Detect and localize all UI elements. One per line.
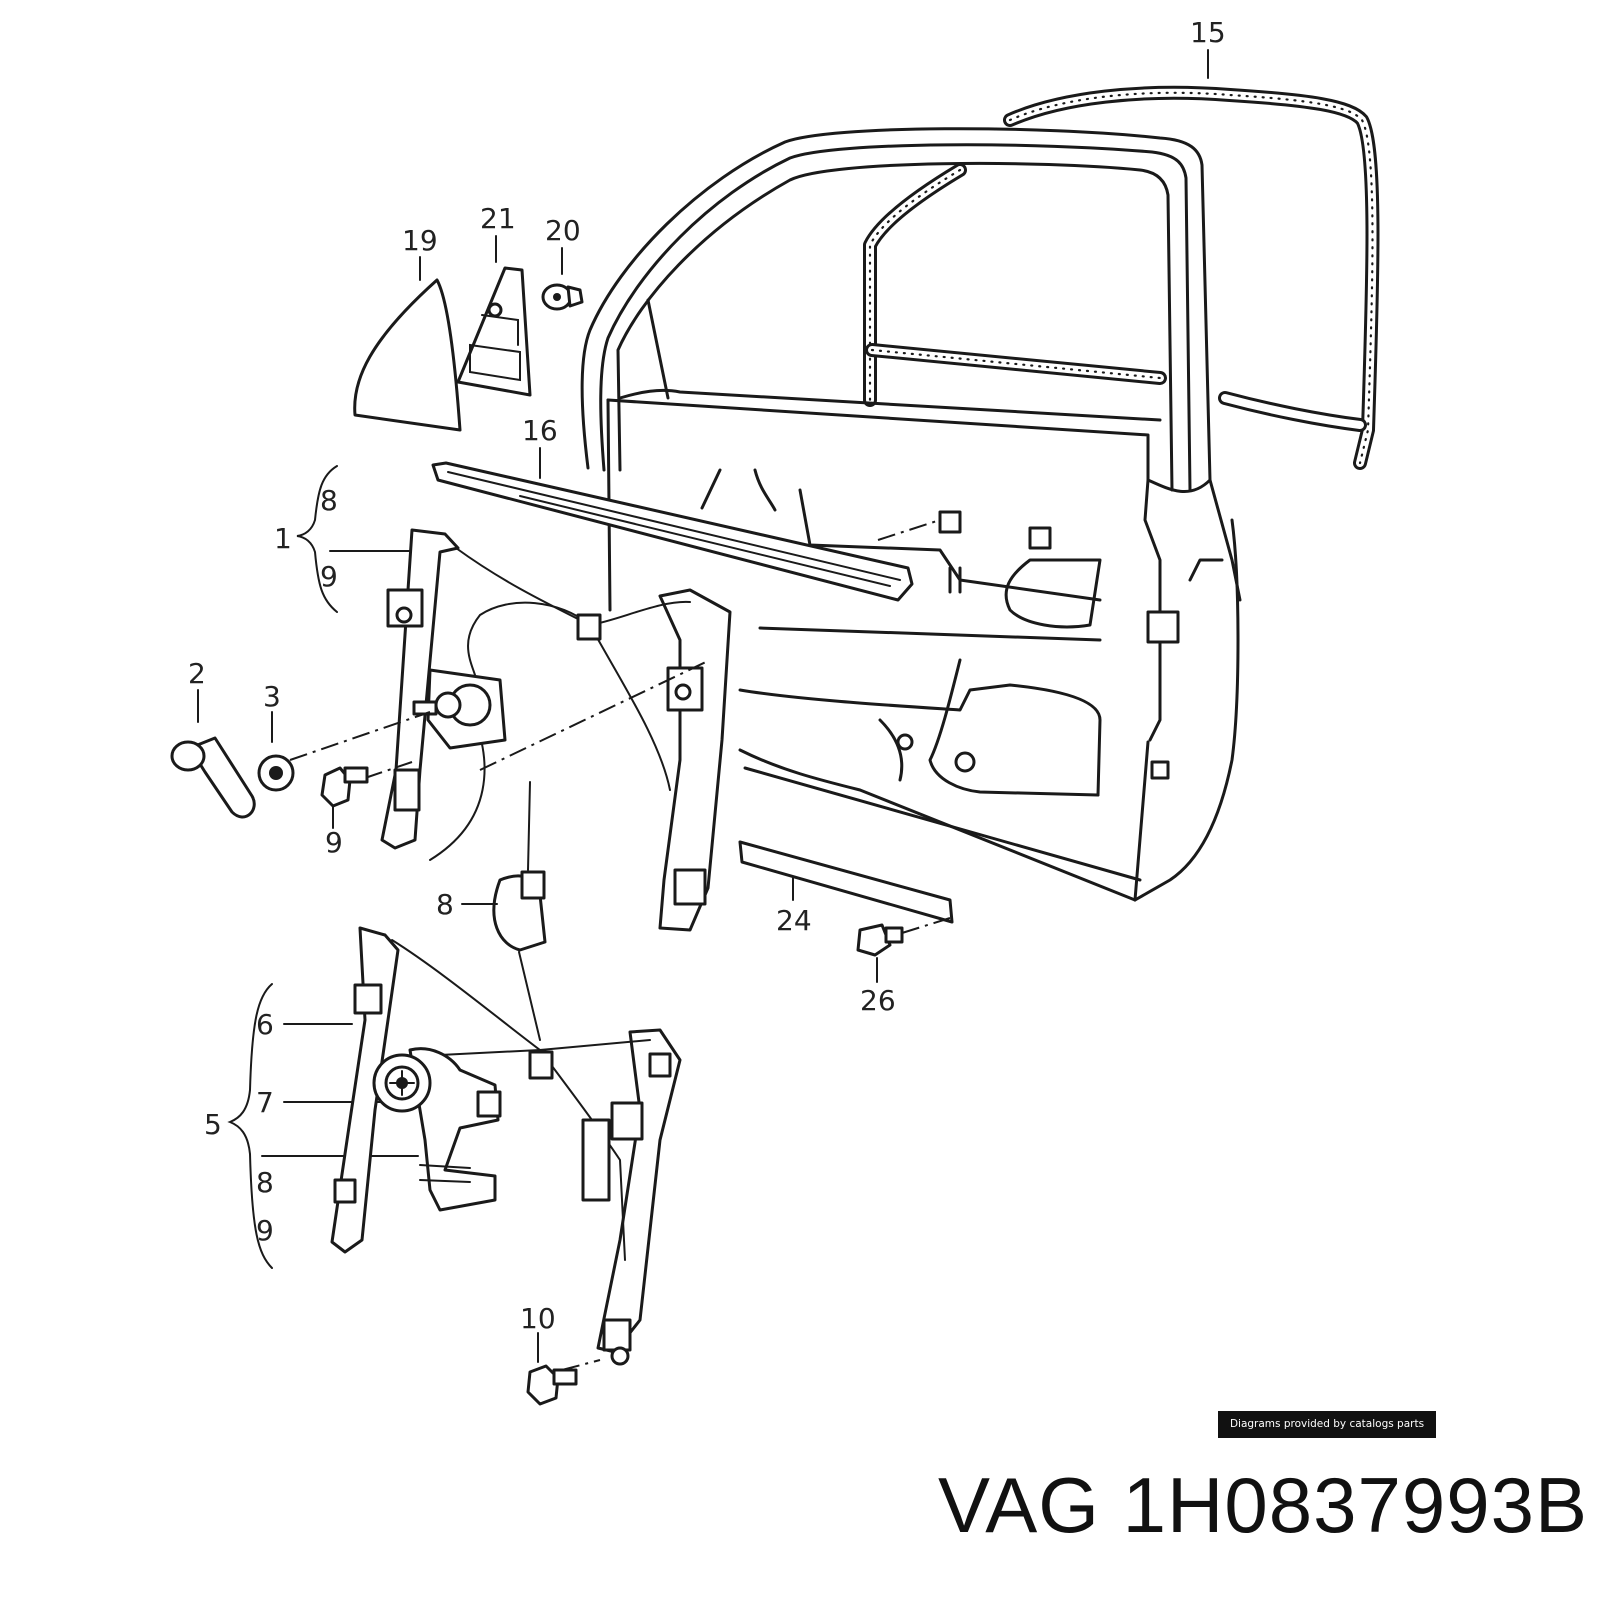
callout-3: 3 (263, 680, 281, 713)
diagram-credit-badge: Diagrams provided by catalogs parts (1218, 1411, 1436, 1438)
window-regulator-upper-1 (289, 528, 732, 932)
callout-5-9: 9 (256, 1214, 274, 1247)
bracket-1 (296, 465, 411, 613)
guide-8 (461, 781, 547, 1041)
callout-24: 24 (776, 904, 812, 937)
callout-labels: 15 16 19 21 20 1 8 9 2 3 9 8 24 26 6 7 5… (188, 16, 1226, 1335)
callout-19: 19 (402, 224, 438, 257)
callout-1-8: 8 (320, 484, 338, 517)
callout-5-8: 8 (256, 1166, 274, 1199)
clip-26 (856, 917, 951, 983)
part-number-title: VAG 1H0837993B (938, 1461, 1588, 1549)
callout-8: 8 (436, 888, 454, 921)
lower-strip-24 (738, 840, 954, 924)
window-regulator-lower-5 (330, 926, 682, 1371)
callout-10: 10 (520, 1302, 556, 1335)
triangle-bracket-21 (456, 235, 532, 397)
crank-rosette-3 (257, 711, 295, 792)
clip-20 (541, 247, 584, 311)
callout-5: 5 (204, 1108, 222, 1141)
callout-1: 1 (274, 522, 292, 555)
callout-21: 21 (480, 202, 516, 235)
door-shell (580, 127, 1242, 902)
triangle-cover-19 (353, 256, 462, 432)
bolt-10 (526, 1332, 578, 1406)
crank-handle-2 (170, 689, 256, 819)
bolt-9 (320, 766, 369, 829)
callout-16: 16 (522, 414, 558, 447)
callout-7: 7 (256, 1086, 274, 1119)
door-seal-15 (863, 49, 1380, 470)
callout-15: 15 (1190, 16, 1226, 49)
callout-6: 6 (256, 1008, 274, 1041)
callout-26: 26 (860, 984, 896, 1017)
callout-1-9: 9 (320, 560, 338, 593)
callout-9: 9 (325, 826, 343, 859)
callout-2: 2 (188, 657, 206, 690)
callout-20: 20 (545, 214, 581, 247)
window-strip-16 (431, 447, 914, 602)
